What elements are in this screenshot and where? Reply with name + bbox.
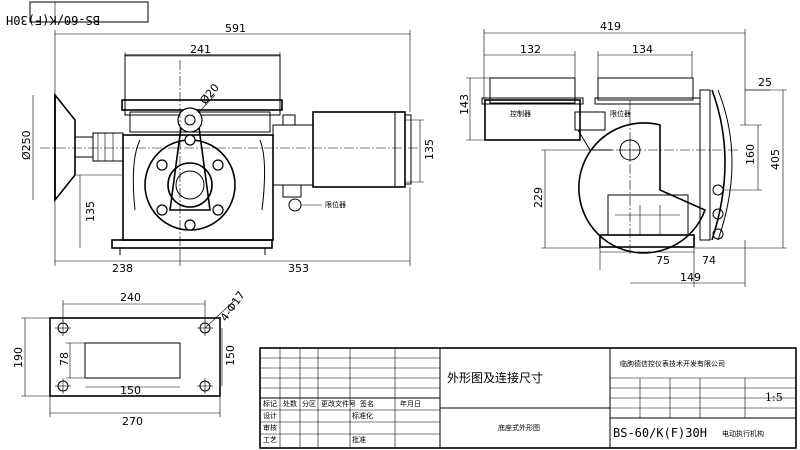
front-view	[40, 54, 420, 255]
dim-419: 419	[600, 20, 621, 33]
dim-405: 405	[769, 149, 782, 170]
dim-143: 143	[458, 94, 471, 115]
row-label-5: 年月日	[400, 399, 421, 408]
dim-160: 160	[744, 144, 757, 165]
model-code: BS-60/K(F)30H	[613, 426, 707, 440]
row-label-1: 处数	[283, 399, 297, 408]
dim-132: 132	[520, 43, 541, 56]
dim-270: 270	[122, 415, 143, 428]
row-label-3: 更改文件号	[321, 399, 356, 408]
corner-code-text: BS-60/K(F)30H	[6, 13, 100, 27]
dim-150-v: 150	[224, 345, 237, 366]
side-view	[481, 77, 740, 255]
product-name: 电动执行机构	[722, 429, 764, 438]
view-name: 底座式外形图	[498, 423, 540, 432]
row-label-2: 分区	[302, 399, 316, 408]
dim-78: 78	[58, 352, 71, 366]
dim-240: 240	[120, 291, 141, 304]
dim-241: 241	[190, 43, 211, 56]
scale-value: 1:5	[765, 391, 783, 404]
dim-149: 149	[680, 271, 701, 284]
dim-75: 75	[656, 254, 670, 267]
dim-591: 591	[225, 22, 246, 35]
front-dimensions: 591 241 Ø250 Ø20 135 135 238 353 限位器	[20, 22, 436, 275]
dim-150-h: 150	[120, 384, 141, 397]
dim-353: 353	[288, 262, 309, 275]
sign-label-1: 标准化	[352, 411, 373, 420]
dim-25: 25	[758, 76, 772, 89]
dim-base-135: 135	[84, 201, 97, 222]
sign-label-3: 工艺	[263, 436, 277, 444]
company-name: 临朐德信控仪表技术开发有限公司	[620, 359, 725, 368]
dim-motor-135: 135	[423, 139, 436, 160]
dim-238: 238	[112, 262, 133, 275]
sign-label-4: 批准	[352, 435, 366, 444]
dim-134: 134	[632, 43, 653, 56]
dim-190: 190	[12, 347, 25, 368]
base-view	[49, 317, 221, 397]
row-label-0: 标记	[263, 399, 277, 408]
sign-label-0: 设计	[263, 411, 277, 420]
drawing-title: 外形图及连接尺寸	[447, 370, 543, 385]
base-dimensions: 240 4-Φ17 190 78 150 150 270	[12, 289, 248, 428]
corner-code-box: BS-60/K(F)30H	[6, 1, 149, 27]
plate-label-limiter: 限位器	[610, 109, 631, 118]
dim-229: 229	[532, 187, 545, 208]
plate-label-controller: 控制器	[510, 109, 531, 118]
dim-74: 74	[702, 254, 716, 267]
dim-handwheel-dia: Ø250	[20, 130, 33, 160]
title-block: 外形图及连接尺寸 临朐德信控仪表技术开发有限公司 1:5 底座式外形图 BS-6…	[259, 347, 797, 449]
dim-4-phi17: 4-Φ17	[218, 289, 248, 324]
dim-lever-dia: Ø20	[197, 81, 222, 107]
side-dimensions: 419 132 134 143 25 160 405 229	[458, 20, 787, 287]
sign-label-2: 审核	[263, 423, 277, 432]
row-label-4: 签名	[360, 399, 374, 408]
callout-limiter: 限位器	[325, 200, 346, 209]
